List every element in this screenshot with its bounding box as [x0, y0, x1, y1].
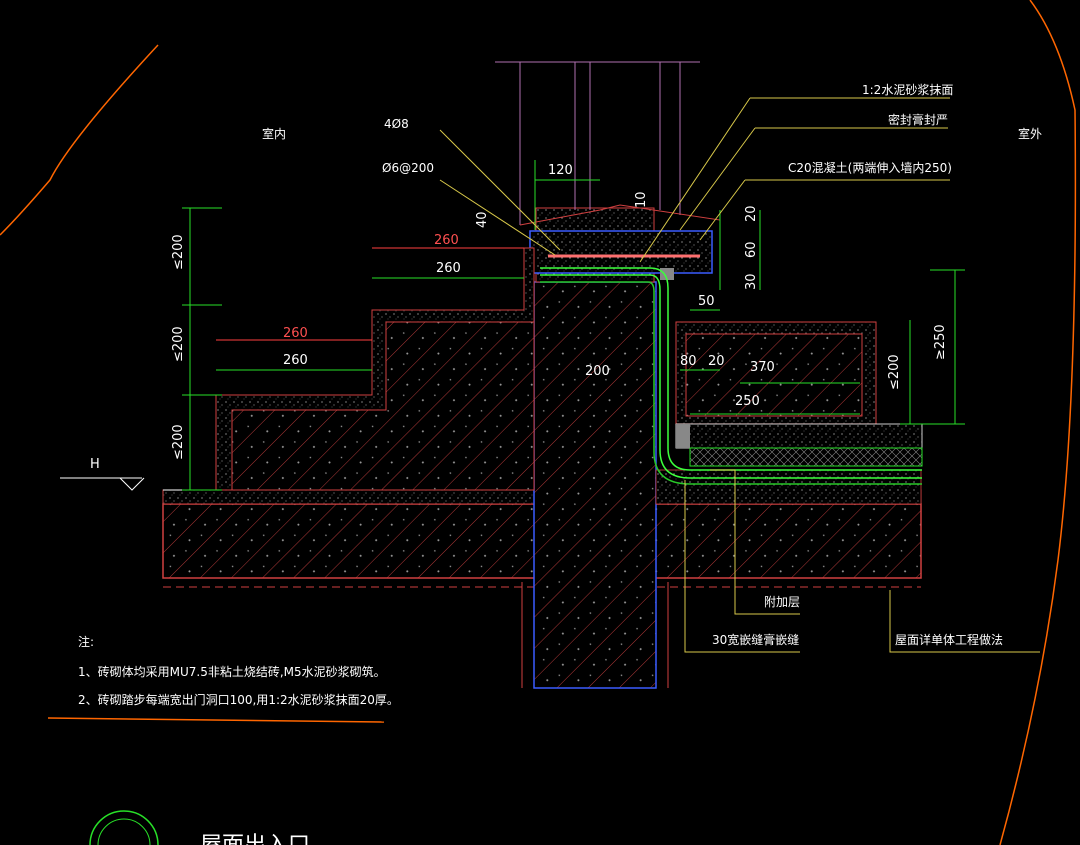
label-wide-joint: 30宽嵌缝膏嵌缝 — [712, 632, 799, 647]
waterproofing-membrane — [540, 267, 922, 485]
dim-step-b1: 260 — [283, 326, 308, 341]
notes-line-2: 2、砖砌踏步每端宽出门洞口100,用1:2水泥砂浆抹面20厚。 — [78, 692, 399, 707]
text-labels: 室内 室外 H 4Ø8 Ø6@200 1:2水泥砂浆抹面 密封膏封严 C20混凝… — [90, 82, 1042, 647]
dim-250: 250 — [735, 394, 760, 409]
step-dims-red — [216, 247, 524, 341]
notes-title: 注: — [78, 634, 94, 649]
h-level-marker — [60, 477, 145, 491]
dim-20a: 20 — [744, 205, 759, 222]
dim-step-a1: 260 — [434, 233, 459, 248]
dim-10: 10 — [634, 191, 649, 208]
upper-wall — [495, 61, 700, 225]
label-extra-layer: 附加层 — [764, 595, 800, 609]
label-rebar-main: 4Ø8 — [384, 117, 409, 131]
dimension-lines — [182, 160, 965, 491]
label-outdoor: 室外 — [1018, 126, 1042, 141]
central-wall — [521, 207, 669, 689]
label-indoor: 室内 — [262, 126, 286, 141]
steps — [163, 247, 535, 491]
dim-370: 370 — [750, 360, 775, 375]
bottom-title-text: 屋面出入口 — [200, 833, 310, 845]
dim-120: 120 — [548, 163, 573, 178]
dim-40: 40 — [475, 211, 490, 228]
dim-20b: 20 — [708, 354, 725, 369]
label-rebar-stirrup: Ø6@200 — [382, 161, 434, 175]
dim-80: 80 — [680, 354, 697, 369]
dim-le200-4: ≤200 — [887, 354, 902, 390]
dim-le200-2: ≤200 — [171, 326, 186, 362]
dim-le200-3: ≤200 — [171, 424, 186, 460]
dim-step-b2: 260 — [283, 353, 308, 368]
label-h: H — [90, 457, 100, 472]
label-concrete: C20混凝土(两端伸入墙内250) — [788, 160, 952, 175]
dim-30: 30 — [744, 273, 759, 290]
dim-step-a2: 260 — [436, 261, 461, 276]
label-sealant: 密封膏封严 — [888, 112, 948, 127]
bottom-title: 屋面出入口 — [89, 810, 310, 845]
dim-60: 60 — [744, 241, 759, 258]
leader-lines — [439, 97, 1040, 653]
dim-ge250: ≥250 — [933, 324, 948, 360]
notes-line-1: 1、砖砌体均采用MU7.5非粘土烧结砖,M5水泥砂浆砌筑。 — [78, 664, 386, 679]
label-roof-note: 屋面详单体工程做法 — [895, 632, 1003, 647]
exterior-curb — [655, 268, 923, 505]
dim-50: 50 — [698, 294, 715, 309]
concrete-lintel — [519, 204, 721, 280]
label-plaster: 1:2水泥砂浆抹面 — [862, 82, 953, 97]
notes: 注: 1、砖砌体均采用MU7.5非粘土烧结砖,M5水泥砂浆砌筑。 2、砖砌踏步每… — [78, 634, 399, 707]
dim-le200-1: ≤200 — [171, 234, 186, 270]
dim-200: 200 — [585, 364, 610, 379]
